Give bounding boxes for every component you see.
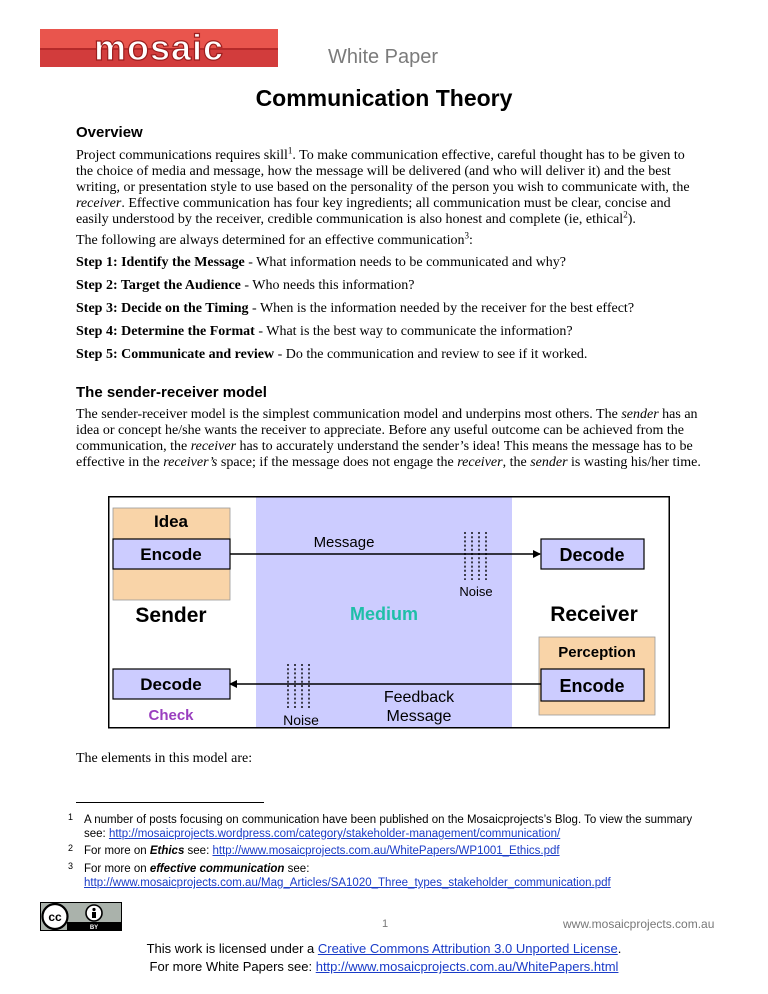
perception-label: Perception (558, 644, 636, 661)
footnote-3: 3 For more on effective communication se… (68, 861, 611, 889)
footnote-2: 2 For more on Ethics see: http://www.mos… (68, 843, 560, 857)
overview-heading: Overview (76, 124, 143, 141)
medium-area (256, 496, 512, 728)
footnote-1: 1 A number of posts focusing on communic… (68, 812, 693, 840)
footnote-1-link[interactable]: http://mosaicprojects.wordpress.com/cate… (108, 828, 561, 840)
cc-icon: cc (48, 910, 62, 924)
noise-bottom-label: Noise (283, 712, 319, 728)
footnote-ref-1[interactable]: 1 (287, 145, 293, 156)
step-4: Step 4: Determine the Format - What is t… (76, 324, 573, 339)
message-label: Message (314, 534, 375, 551)
footnote-2-link[interactable]: http://www.mosaicprojects.com.au/WhitePa… (212, 845, 560, 857)
footnote-ref-3[interactable]: 3 (464, 230, 469, 241)
step-3: Step 3: Decide on the Timing - When is t… (76, 301, 635, 316)
creative-commons-badge[interactable]: cc BY (40, 902, 122, 931)
document-type: White Paper (328, 46, 439, 68)
model-frame (108, 496, 670, 729)
footnote-3-link[interactable]: http://www.mosaicprojects.com.au/Mag_Art… (84, 877, 611, 889)
sender-label: Sender (135, 604, 206, 627)
sender-receiver-diagram: Idea Encode Sender Decode Check Message … (108, 496, 670, 729)
feedback-label-line2: Message (387, 708, 452, 725)
white-papers-link[interactable]: http://www.mosaicprojects.com.au/WhitePa… (315, 959, 619, 974)
footnote-ref-2[interactable]: 2 (623, 209, 628, 220)
overview-paragraph: Project communications requires skill1. … (76, 145, 690, 227)
sender-decode-box (112, 668, 231, 700)
check-label: Check (148, 707, 194, 724)
receiver-encode-box (540, 668, 645, 702)
step-5: Step 5: Communicate and review - Do the … (76, 347, 588, 362)
license-line: This work is licensed under a Creative C… (146, 941, 622, 956)
noise-bottom-marks (287, 664, 310, 708)
page-title: Communication Theory (255, 85, 513, 111)
step-1: Step 1: Identify the Message - What info… (76, 255, 567, 270)
by-label: BY (90, 925, 98, 931)
medium-label: Medium (350, 604, 418, 624)
model-paragraph: The sender-receiver model is the simples… (76, 407, 701, 470)
noise-top-label: Noise (459, 584, 492, 599)
model-heading: The sender-receiver model (76, 384, 267, 401)
footnote-rule (76, 802, 264, 803)
logo-text: mosaic (94, 29, 224, 67)
receiver-decode-label: Decode (559, 545, 624, 565)
receiver-encode-label: Encode (559, 676, 624, 696)
elements-intro: The elements in this model are: (76, 751, 253, 766)
more-white-papers-line: For more White Papers see: http://www.mo… (149, 959, 619, 974)
license-link[interactable]: Creative Commons Attribution 3.0 Unporte… (317, 941, 618, 956)
mosaic-logo: mosaic (40, 29, 278, 67)
page-number: 1 (382, 918, 389, 930)
sender-encode-label: Encode (140, 545, 201, 564)
receiver-label: Receiver (550, 603, 638, 626)
steps-intro: The following are always determined for … (76, 230, 473, 248)
step-2: Step 2: Target the Audience - Who needs … (76, 278, 415, 293)
sender-decode-label: Decode (140, 675, 201, 694)
receiver-decode-box (540, 538, 645, 570)
idea-label: Idea (154, 512, 189, 531)
footer-site: www.mosaicprojects.com.au (563, 917, 715, 931)
feedback-label-line1: Feedback (384, 689, 455, 706)
